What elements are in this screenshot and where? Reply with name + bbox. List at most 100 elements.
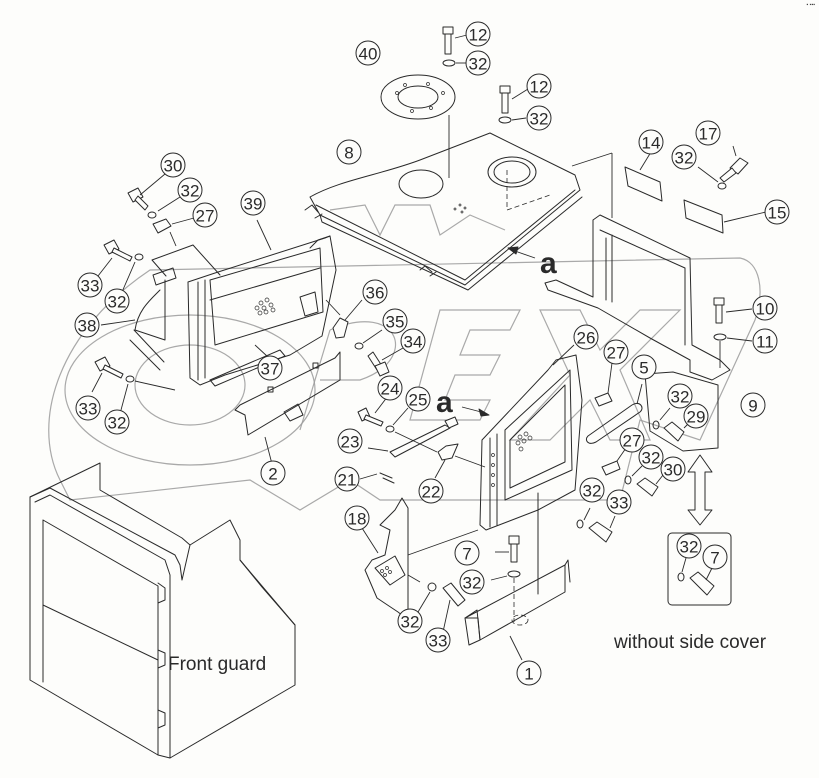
bolt-17	[697, 145, 749, 190]
callout-circle	[702, 544, 728, 570]
callout-number: 27	[623, 432, 642, 451]
part-5-handle	[585, 383, 643, 444]
callout-number: 18	[348, 510, 367, 529]
callout-circle	[526, 105, 552, 131]
part-22-clip	[434, 443, 486, 479]
part-14-plate	[624, 151, 663, 202]
callout-number: 32	[108, 293, 127, 312]
callout-32: 32	[579, 477, 605, 503]
part-40-gasket	[380, 74, 456, 178]
watermark-letter-o-inner	[134, 344, 246, 426]
callout-circle	[257, 355, 283, 381]
callout-number: 15	[768, 204, 787, 223]
callout-number: 2	[268, 465, 277, 484]
washer-32-bolt-30-right	[624, 465, 664, 497]
callout-24: 24	[377, 375, 403, 401]
bolt-10-washer-11	[713, 297, 753, 368]
callout-25: 25	[405, 386, 431, 412]
callout-circle	[465, 50, 491, 76]
bolt-33-left-upper	[97, 239, 144, 293]
callout-17: 17	[695, 120, 721, 146]
callout-15: 15	[764, 199, 790, 225]
part-23-rod	[367, 416, 459, 458]
callout-circle	[104, 409, 130, 435]
callout-40: 40	[355, 40, 381, 66]
callout-circle	[603, 339, 629, 365]
part-2-bracket	[234, 351, 341, 465]
callout-number: 39	[244, 195, 263, 214]
callout-circle	[377, 375, 403, 401]
callout-circle	[459, 569, 485, 595]
callout-36: 36	[362, 279, 388, 305]
callout-number: 32	[583, 482, 602, 501]
callout-30: 30	[160, 152, 186, 178]
double-arrow	[687, 454, 713, 526]
part-1-cover	[464, 492, 571, 661]
part-9-rear-frame	[544, 152, 731, 381]
bolt-34	[367, 347, 404, 377]
callout-22: 22	[418, 478, 444, 504]
callout-number: 26	[577, 329, 596, 348]
callout-number: 35	[386, 313, 405, 332]
callout-number: 11	[756, 333, 774, 352]
callout-32: 32	[104, 288, 130, 314]
watermark-top-zigzag	[329, 204, 506, 237]
part-27-clip-left	[152, 217, 195, 247]
callout-32: 32	[104, 409, 130, 435]
callout-number: 32	[181, 182, 200, 201]
part-15-plate	[683, 199, 767, 234]
callout-2: 2	[260, 460, 286, 486]
callout-number: 10	[756, 300, 775, 319]
callout-circle	[334, 466, 360, 492]
front-guard-label: Front guard	[168, 654, 266, 675]
callout-circle	[260, 460, 286, 486]
callout-circle	[240, 190, 266, 216]
bolt-12-top	[442, 26, 468, 67]
callout-number: 33	[610, 494, 629, 513]
callout-number: 32	[680, 538, 699, 557]
washer-32-bolt-33-step	[407, 574, 466, 633]
callout-circle	[579, 477, 605, 503]
callout-number: 1	[524, 665, 533, 684]
callout-circle	[177, 177, 203, 203]
callout-circle	[638, 129, 664, 155]
callout-number: 5	[639, 359, 648, 378]
callout-39: 39	[240, 190, 266, 216]
callout-number: 33	[79, 400, 98, 419]
callout-27: 27	[603, 339, 629, 365]
callout-circle	[382, 308, 408, 334]
callout-18: 18	[344, 505, 370, 531]
callout-number: 9	[748, 397, 757, 416]
callout-number: 24	[381, 380, 400, 399]
part-18-step	[361, 497, 479, 621]
callout-32: 32	[638, 444, 664, 470]
callout-circle	[619, 427, 645, 453]
callout-number: 30	[164, 157, 183, 176]
callout-circle	[676, 533, 702, 559]
callout-32: 32	[671, 144, 697, 170]
part-37-strip	[209, 344, 286, 387]
bolt-33-left-lower	[91, 356, 176, 411]
part-27-clip-right-lower	[601, 447, 627, 476]
callout-circle	[425, 627, 451, 653]
corner-mark: ▪ ▪▪▪	[806, 2, 815, 8]
callout-21: 21	[334, 466, 360, 492]
bolt-24	[357, 395, 389, 427]
callout-number: 21	[338, 471, 357, 490]
callout-27: 27	[192, 202, 218, 228]
callout-number: 29	[687, 408, 706, 427]
callout-number: 32	[530, 110, 549, 129]
callout-number: 30	[664, 461, 683, 480]
view-a-upper: a	[507, 246, 557, 280]
callout-circle	[631, 354, 657, 380]
view-letter-a-upper: a	[540, 247, 557, 280]
callout-circle	[740, 392, 766, 418]
callout-33: 33	[77, 272, 103, 298]
callout-23: 23	[337, 428, 363, 454]
washer-35	[354, 329, 383, 350]
without-side-cover-label: without side cover	[613, 632, 767, 653]
side-cover-panel	[644, 371, 719, 452]
callout-29: 29	[683, 403, 709, 429]
callout-11: 11	[752, 328, 778, 354]
